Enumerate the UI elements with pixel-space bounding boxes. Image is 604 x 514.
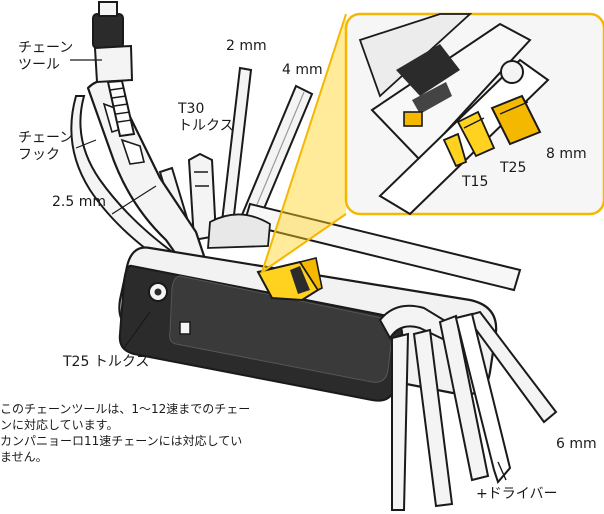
chain-tool-screw bbox=[92, 1, 136, 138]
label-t15: T15 bbox=[462, 174, 489, 190]
label-chain-hook: チェーン フック bbox=[18, 130, 74, 163]
label-2-5mm: 2.5 mm bbox=[52, 194, 106, 210]
leader-lines bbox=[70, 59, 157, 349]
label-2mm: 2 mm bbox=[226, 38, 267, 54]
zoom-callout bbox=[261, 12, 604, 273]
label-chain-tool: チェーン ツール bbox=[18, 40, 74, 73]
label-t30: T30 トルクス bbox=[178, 101, 234, 134]
lower-keys bbox=[378, 304, 558, 511]
compatibility-note: このチェーンツールは、1〜12速までのチェー ンに対応しています。 カンパニョー… bbox=[0, 402, 251, 464]
chain-tool bbox=[86, 1, 208, 270]
hex-bit-8mm bbox=[490, 94, 542, 146]
label-t25-torx: T25 トルクス bbox=[63, 354, 150, 370]
torx-t25-bit bbox=[456, 110, 496, 158]
label-6mm: 6 mm bbox=[556, 436, 597, 452]
label-8mm: 8 mm bbox=[546, 146, 587, 162]
label-t25: T25 bbox=[500, 160, 527, 176]
bit-holder bbox=[256, 257, 323, 302]
label-phillips: +ドライバー bbox=[476, 486, 558, 502]
label-4mm: 4 mm bbox=[282, 62, 323, 78]
phillips-screwdriver bbox=[454, 312, 512, 484]
torx-t15-bit bbox=[403, 111, 468, 168]
